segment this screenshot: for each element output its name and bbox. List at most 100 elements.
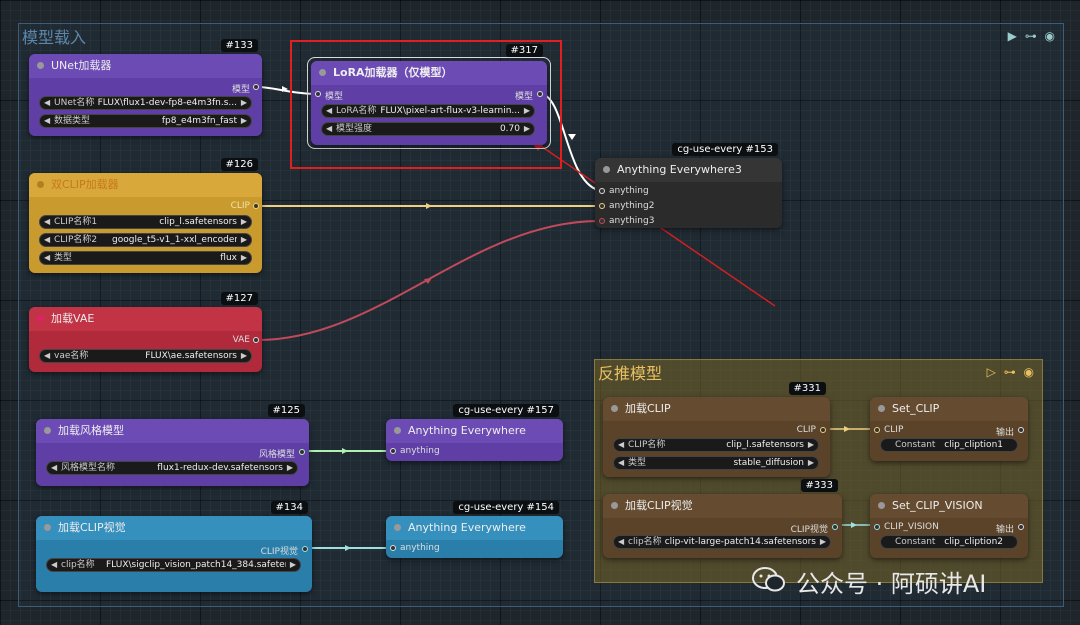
collapse-dot-icon[interactable] — [394, 524, 401, 531]
output-slot[interactable] — [832, 524, 838, 530]
collapse-dot-icon[interactable] — [878, 405, 885, 412]
arrow — [342, 448, 348, 454]
arrow-left-icon[interactable]: ◀ — [44, 98, 51, 107]
collapse-dot-icon[interactable] — [611, 502, 618, 509]
arrow-right-icon[interactable]: ▶ — [523, 124, 530, 133]
collapse-dot-icon[interactable] — [319, 69, 326, 76]
input-slot[interactable] — [874, 524, 880, 530]
input-slot[interactable] — [390, 545, 396, 551]
arrow-left-icon[interactable]: ◀ — [618, 458, 625, 467]
output-slot[interactable] — [253, 203, 259, 209]
output-slot[interactable] — [537, 91, 543, 97]
group-controls-icon[interactable]: ▷ ⊶ ◉ — [986, 365, 1036, 379]
arrow-right-icon[interactable]: ▶ — [286, 463, 293, 472]
arrow-left-icon[interactable]: ◀ — [44, 235, 51, 244]
input-slot[interactable] — [599, 218, 605, 224]
output-slot[interactable] — [820, 427, 826, 433]
arrow-left-icon[interactable]: ◀ — [618, 537, 625, 546]
node-anything-everywhere-style[interactable]: cg-use-every #157 Anything Everywhere an… — [386, 404, 563, 461]
output-label: 模型 — [231, 85, 250, 95]
arrow-left-icon[interactable]: ◀ — [51, 463, 58, 472]
output-slot[interactable] — [253, 84, 259, 90]
collapse-dot-icon[interactable] — [394, 427, 401, 434]
input-slot[interactable] — [874, 427, 880, 433]
collapse-dot-icon[interactable] — [37, 315, 44, 322]
input-slot[interactable] — [315, 91, 321, 97]
output-slot[interactable] — [1018, 427, 1024, 433]
node-title: Anything Everywhere — [408, 521, 526, 534]
input-slot[interactable] — [599, 203, 605, 209]
arrow-right-icon[interactable]: ▶ — [240, 235, 247, 244]
collapse-dot-icon[interactable] — [37, 181, 44, 188]
arrow-left-icon[interactable]: ◀ — [326, 106, 333, 115]
arrow-right-icon[interactable]: ▶ — [240, 98, 247, 107]
output-label: CLIP视觉 — [790, 525, 828, 535]
arrow-right-icon[interactable]: ▶ — [240, 217, 247, 226]
output-slot[interactable] — [302, 546, 308, 552]
arrow-left-icon[interactable]: ◀ — [618, 440, 625, 449]
arrow-right-icon[interactable]: ▶ — [819, 537, 826, 546]
input-slot[interactable] — [390, 448, 396, 454]
output-label: CLIP — [796, 425, 816, 435]
arrow-right-icon[interactable]: ▶ — [807, 440, 814, 449]
collapse-dot-icon[interactable] — [611, 405, 618, 412]
arrow-right-icon[interactable]: ▶ — [289, 560, 296, 569]
arrow-left-icon[interactable]: ◀ — [44, 116, 51, 125]
arrow-right-icon[interactable]: ▶ — [240, 116, 247, 125]
arrow-right-icon[interactable]: ▶ — [807, 458, 814, 467]
output-slot[interactable] — [299, 449, 305, 455]
node-title: 加载CLIP视觉 — [58, 521, 126, 534]
node-anything-everywhere3[interactable]: cg-use-every #153 Anything Everywhere3 a… — [595, 143, 782, 228]
input-slot[interactable] — [599, 188, 605, 194]
output-slot[interactable] — [1018, 524, 1024, 530]
group-title: 反推模型 — [598, 364, 663, 383]
collapse-dot-icon[interactable] — [44, 524, 51, 531]
arrow-right-icon[interactable]: ▶ — [240, 351, 247, 360]
output-label: CLIP视觉 — [260, 547, 298, 557]
arrow-left-icon[interactable]: ◀ — [51, 560, 58, 569]
arrow — [282, 86, 288, 92]
collapse-dot-icon[interactable] — [37, 62, 44, 69]
node-anything-everywhere-vision[interactable]: cg-use-every #154 Anything Everywhere an… — [386, 501, 563, 558]
arrow-left-icon[interactable]: ◀ — [44, 217, 51, 226]
arrow-right-icon[interactable]: ▶ — [523, 106, 530, 115]
group-controls-icon[interactable]: ▶ ⊶ ◉ — [1007, 29, 1057, 43]
output-slot[interactable] — [253, 337, 259, 343]
collapse-dot-icon[interactable] — [878, 502, 885, 509]
collapse-dot-icon[interactable] — [603, 166, 610, 173]
arrow-left-icon[interactable]: ◀ — [326, 124, 333, 133]
wire-model2 — [539, 93, 599, 191]
arrow — [426, 203, 432, 209]
arrow-left-icon[interactable]: ◀ — [44, 351, 51, 360]
arrow-right-icon[interactable]: ▶ — [240, 253, 247, 262]
arrow-left-icon[interactable]: ◀ — [44, 253, 51, 262]
node-title: Anything Everywhere3 — [617, 163, 742, 176]
wechat-logo-icon — [752, 567, 786, 593]
collapse-dot-icon[interactable] — [44, 427, 51, 434]
